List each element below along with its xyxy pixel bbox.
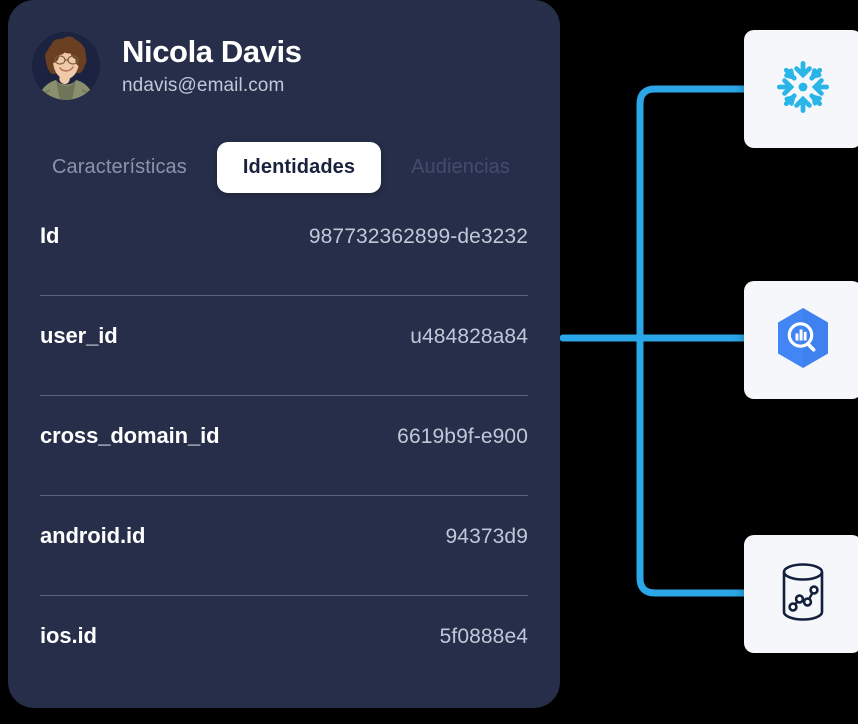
row-value: 94373d9 [445,525,528,548]
integration-tile-snowflake[interactable] [744,30,858,148]
table-row: Id 987732362899-de3232 [32,223,536,269]
bigquery-icon [770,305,836,376]
identity-list: Id 987732362899-de3232 user_id u484828a8… [8,223,560,669]
user-email: ndavis@email.com [122,75,285,97]
row-value: 987732362899-de3232 [308,225,528,248]
snowflake-icon [771,55,835,124]
user-profile-card: Nicola Davis ndavis@email.com Caracterís… [8,0,560,708]
row-key: user_id [40,323,118,348]
tab-identidades[interactable]: Identidades [216,142,382,193]
avatar [32,32,100,100]
row-key: cross_domain_id [40,423,220,448]
row-divider [40,295,528,296]
row-key: android.id [40,523,146,548]
connector-to-snowflake [636,85,748,342]
tab-caracteristicas[interactable]: Características [52,156,187,178]
table-row: cross_domain_id 6619b9f-e900 [32,423,536,469]
profile-tabs: Características Identidades Audiencias [8,142,560,193]
connector-to-database [636,334,748,597]
row-value: 5f0888e4 [439,625,528,648]
table-row: ios.id 5f0888e4 [32,623,536,669]
row-divider [40,395,528,396]
row-key: Id [40,223,60,248]
row-divider [40,595,528,596]
profile-header: Nicola Davis ndavis@email.com [8,0,560,100]
table-row: user_id u484828a84 [32,323,536,369]
table-row: android.id 94373d9 [32,523,536,569]
row-value: 6619b9f-e900 [397,425,528,448]
tab-audiencias[interactable]: Audiencias [411,156,510,178]
row-key: ios.id [40,623,97,648]
row-divider [40,495,528,496]
database-analytics-icon [772,559,834,630]
profile-identity-block: Nicola Davis ndavis@email.com [122,33,302,97]
integration-tile-database[interactable] [744,535,858,653]
integration-tile-bigquery[interactable] [744,281,858,399]
page-title: Nicola Davis [122,33,302,69]
row-value: u484828a84 [410,325,528,348]
